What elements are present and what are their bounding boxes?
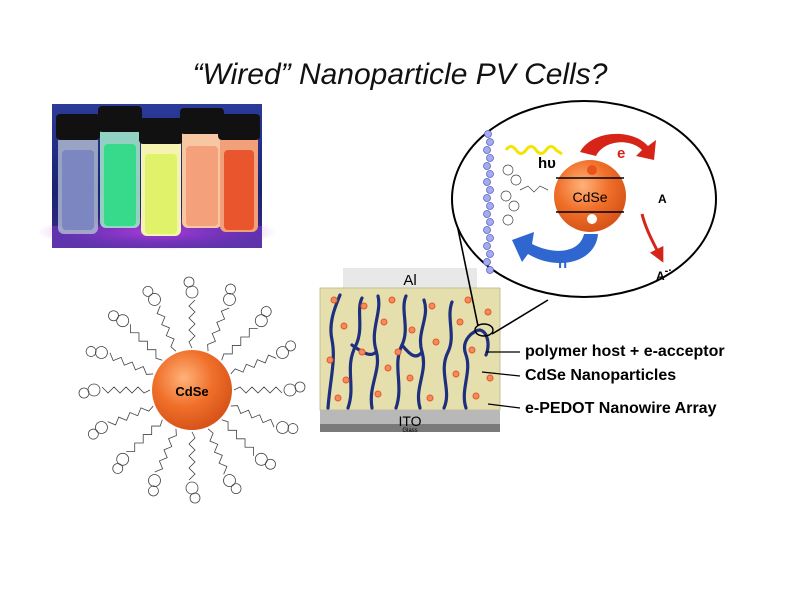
legend-cdse-nanoparticles: CdSe Nanoparticles <box>525 367 677 384</box>
al-electrode <box>343 268 477 288</box>
vial-3 <box>139 118 183 236</box>
reduced-acceptor-symbol: A <box>656 269 665 283</box>
reduced-acceptor-charge: -· <box>665 265 672 277</box>
inset-core-label: CdSe <box>572 189 607 205</box>
linker-molecule <box>500 164 549 226</box>
nanowire-array <box>326 293 490 410</box>
slide-title: “Wired” Nanoparticle PV Cells? <box>192 58 608 91</box>
ito-layer <box>320 410 500 424</box>
ligand-shell <box>78 276 306 504</box>
photon-label: hυ <box>538 155 556 172</box>
vials-photo <box>37 104 277 250</box>
legend-leader-lines <box>481 351 521 409</box>
nanoparticle-core <box>152 350 232 430</box>
nanoparticle-label: CdSe <box>175 384 208 399</box>
acceptor-label: A <box>658 192 667 206</box>
hole-dot <box>587 214 597 224</box>
acceptor-arrow <box>640 213 664 263</box>
glass-substrate <box>320 424 500 432</box>
film-nanoparticles <box>326 296 494 402</box>
photon-wave <box>504 145 563 156</box>
al-label: Al <box>403 272 416 289</box>
zoom-marker <box>474 323 494 337</box>
legend-pedot-nanowires: e-PEDOT Nanowire Array <box>525 400 717 417</box>
hole-label: h <box>558 255 567 272</box>
polymer-chain <box>483 130 494 274</box>
electron-arrow <box>580 133 656 160</box>
hole-arrow <box>512 232 598 264</box>
device-cross-section: Al ITO Glass <box>319 268 521 434</box>
mechanism-inset: hυ CdSe e h A A-· <box>451 100 717 298</box>
ito-label: ITO <box>398 413 421 429</box>
legend-polymer-host: polymer host + e-acceptor <box>525 343 725 360</box>
vial-2 <box>98 106 142 228</box>
electron-dot <box>587 165 597 175</box>
ligand-nanoparticle: CdSe <box>78 276 306 504</box>
vial-4 <box>180 108 224 228</box>
glass-label: Glass <box>402 428 417 434</box>
vial-5 <box>218 114 260 232</box>
electron-label: e <box>617 145 625 162</box>
vial-1 <box>56 114 100 234</box>
reduced-acceptor-label: A-· <box>656 265 672 283</box>
